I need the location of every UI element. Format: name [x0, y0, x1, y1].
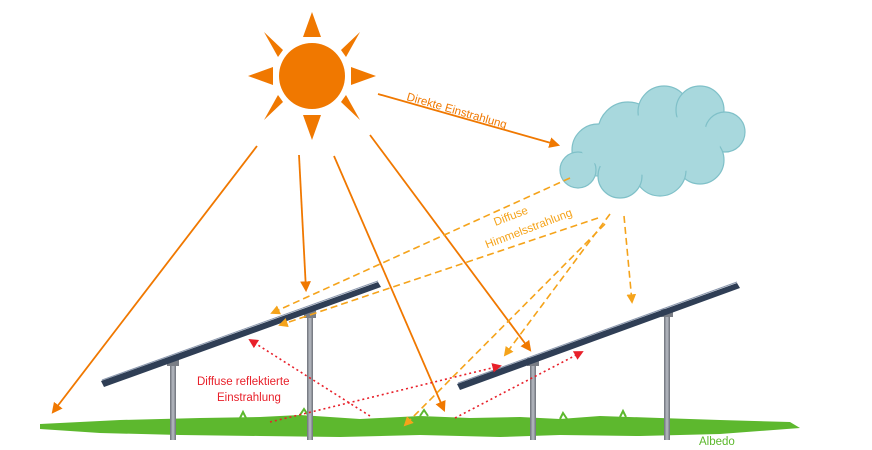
- reflected-ray-right: [454, 351, 584, 419]
- direct-ray-panel-left: [298, 154, 311, 293]
- label-albedo: Albedo: [699, 436, 735, 448]
- direct-ray-cloud: [377, 93, 561, 148]
- diffuse-ray-panel-right: [503, 213, 611, 357]
- direct-ray-panel-right: [369, 134, 532, 352]
- diffuse-sky-rays: [270, 177, 637, 427]
- diffuse-ray-ground: [403, 223, 606, 427]
- cloud-icon: [559, 85, 746, 199]
- diffuse-ray-panel-left-1: [270, 177, 571, 315]
- direct-ray-ground-left: [51, 145, 258, 414]
- diffuse-ray-panel-left-2: [278, 217, 599, 328]
- label-diffuse-reflected-line1: Diffuse reflektierte: [197, 376, 289, 388]
- reflected-rays: [248, 338, 584, 423]
- diffuse-ray-panel-right-2: [623, 215, 637, 304]
- sun-icon: [248, 12, 376, 140]
- direct-rays: [51, 93, 561, 414]
- solar-panel-left: [101, 280, 381, 387]
- grass-ground: [40, 407, 800, 437]
- solar-panel-right: [457, 281, 740, 390]
- reflected-ray-center: [269, 363, 502, 423]
- label-direct-irradiance: Direkte Einstrahlung: [405, 91, 508, 131]
- direct-ray-ground-center: [333, 155, 446, 412]
- label-diffuse-sky: Diffuse Himmelsstrahlung: [484, 205, 574, 251]
- reflected-ray-left: [248, 338, 371, 417]
- label-diffuse-reflected-line2: Einstrahlung: [217, 392, 281, 404]
